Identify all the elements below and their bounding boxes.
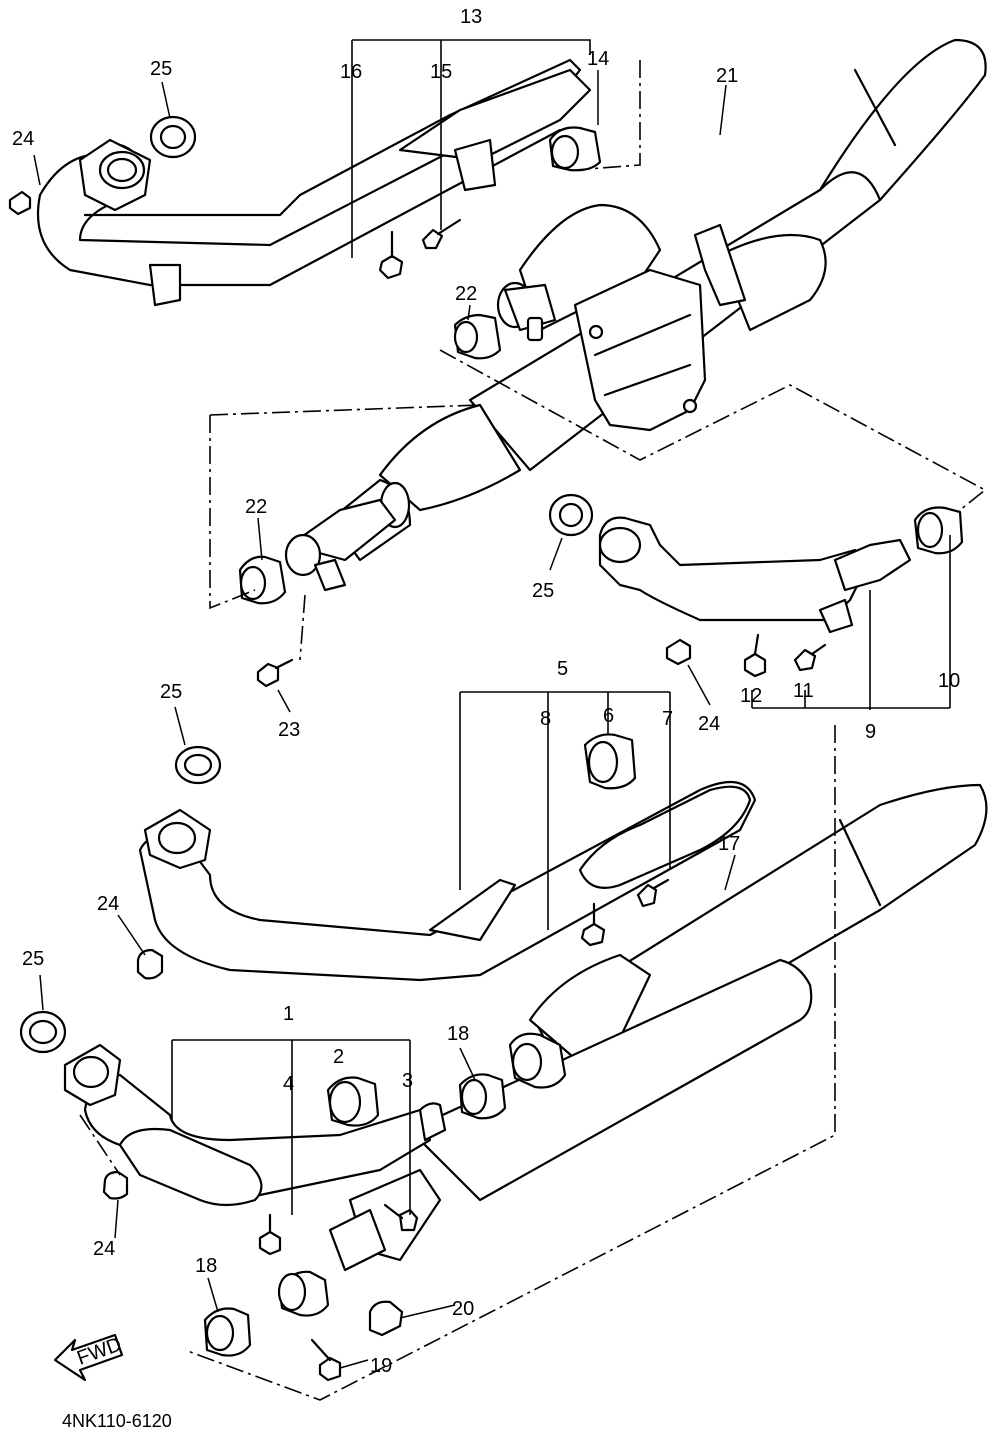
collar-18-mid	[458, 1073, 507, 1120]
gasket-25-right	[548, 493, 594, 537]
part-14-collar	[548, 126, 602, 172]
callout-4: 4	[283, 1073, 294, 1095]
nut-24-middle	[136, 948, 164, 980]
callout-7: 7	[662, 708, 673, 730]
callout-21: 21	[716, 65, 738, 87]
callout-24-lower: 24	[93, 1238, 115, 1260]
callout-18-mid: 18	[447, 1023, 469, 1045]
diagram-code: 4NK110-6120	[62, 1411, 172, 1431]
callout-3: 3	[402, 1070, 413, 1092]
grouping-lines	[79, 39, 987, 1401]
callout-2: 2	[333, 1046, 344, 1068]
callout-16: 16	[340, 61, 362, 83]
callout-10: 10	[938, 670, 960, 692]
callout-5: 5	[557, 658, 568, 680]
callout-9: 9	[865, 721, 876, 743]
gasket-25-upper	[149, 115, 197, 159]
callout-25-lower: 25	[22, 948, 44, 970]
collar-6	[583, 733, 637, 790]
bolt-16-upper	[378, 230, 404, 280]
callout-labels: 13 16 15 14 25 24 21 22 22 23 25 24 12 1…	[12, 6, 960, 1431]
callout-22-mid: 22	[245, 496, 267, 518]
exhaust-pipe-lower-1	[63, 1043, 447, 1207]
callout-24-upper: 24	[12, 128, 34, 150]
fwd-label: FWD	[74, 1333, 124, 1369]
bolt-3	[383, 1203, 419, 1232]
leader-lines	[33, 70, 736, 1369]
nut-24-upper	[8, 190, 32, 216]
exhaust-pipe-upper-13	[36, 58, 592, 307]
callout-6: 6	[603, 705, 614, 727]
collar-22-upper	[453, 313, 502, 360]
callout-15: 15	[430, 61, 452, 83]
nut-24-lower	[102, 1170, 129, 1200]
bolt-23	[256, 658, 294, 688]
muffler-lower-17	[277, 783, 988, 1317]
callout-22-upper: 22	[455, 283, 477, 305]
exhaust-pipe-right-9	[598, 516, 912, 634]
callout-1: 1	[283, 1003, 294, 1025]
callout-25-middle: 25	[160, 681, 182, 703]
callout-19: 19	[370, 1355, 392, 1377]
callout-25-upper: 25	[150, 58, 172, 80]
upper-joint-clamp	[496, 281, 557, 342]
bolt-15-upper	[421, 218, 462, 250]
gasket-25-middle	[174, 745, 222, 785]
heat-shield-upper	[573, 223, 747, 432]
cap-20	[368, 1300, 404, 1337]
callout-23: 23	[278, 719, 300, 741]
mid-left-joint	[284, 498, 397, 592]
callout-12: 12	[740, 685, 762, 707]
forward-arrow-icon: FWD	[53, 1333, 125, 1382]
nut-12	[743, 633, 767, 678]
nut-24-right	[665, 638, 692, 666]
callout-18-lower: 18	[195, 1255, 217, 1277]
gasket-25-lower	[19, 1010, 67, 1054]
callout-17: 17	[718, 833, 740, 855]
bolt-7	[636, 878, 670, 908]
collar-2	[326, 1076, 380, 1127]
callout-25-right: 25	[532, 580, 554, 602]
callout-11: 11	[793, 680, 814, 702]
collar-10	[913, 506, 964, 555]
callout-24-right: 24	[698, 713, 720, 735]
collar-22-mid	[238, 555, 287, 605]
bolt-8	[580, 902, 606, 947]
bolt-19	[310, 1338, 342, 1382]
callout-20: 20	[452, 1298, 474, 1320]
callout-8: 8	[540, 708, 551, 730]
callout-13: 13	[460, 6, 482, 28]
exhaust-pipe-middle-5	[138, 780, 757, 982]
collar-18-lower	[203, 1307, 252, 1357]
bolt-11	[793, 643, 827, 672]
callout-24-middle: 24	[97, 893, 119, 915]
nut-4	[258, 1213, 282, 1256]
callout-14: 14	[587, 48, 609, 70]
